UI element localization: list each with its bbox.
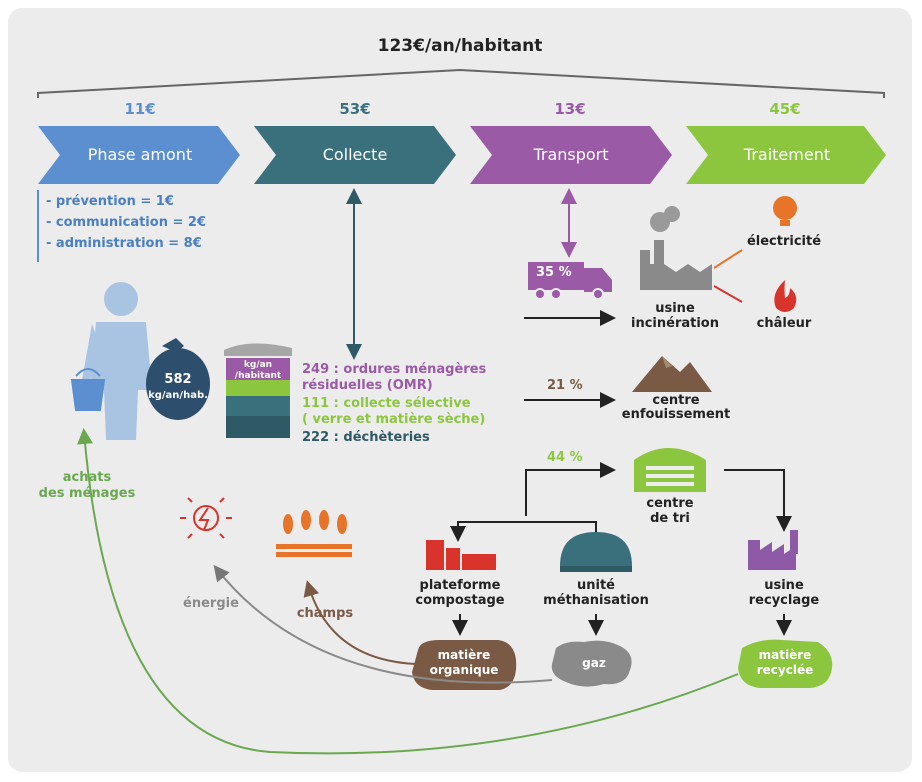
metha-label-1: unité (577, 578, 615, 593)
tri-pct: 44 % (547, 450, 583, 465)
chaleur-label: châleur (756, 316, 812, 331)
matiere-organique-2: organique (429, 663, 499, 677)
chevron-phase-amont (38, 126, 240, 184)
decheteries-line: 222 : déchèteries (302, 430, 430, 445)
total-cost: 123€/an/habitant (377, 36, 543, 56)
cost-transport: 13€ (554, 100, 586, 118)
phase-traitement-label: Traitement (743, 145, 831, 164)
wheat-field-icon (276, 510, 352, 557)
methanisation-icon (560, 532, 632, 572)
metha-label-2: méthanisation (543, 593, 649, 608)
total-bracket (37, 68, 885, 98)
electricite-label: électricité (746, 234, 822, 249)
enfouissement-label-1: centre (652, 393, 700, 408)
chevron-transport (470, 126, 672, 184)
lightbulb-icon (773, 196, 797, 226)
trash-bag-icon (146, 338, 210, 420)
link-electricite (713, 249, 743, 269)
omr-line-2: résiduelles (OMR) (302, 378, 433, 393)
energy-bolt-icon (180, 497, 232, 539)
energie-label: énergie (183, 596, 239, 611)
chevron-collecte (254, 126, 456, 184)
curve-to-achats (77, 428, 739, 755)
cost-collecte: 53€ (339, 100, 371, 118)
curve-to-energie (213, 564, 553, 684)
cost-phase-amont: 11€ (124, 100, 156, 118)
matiere-recyclee-2: recyclée (756, 663, 814, 677)
phase-amont-label: Phase amont (87, 145, 193, 164)
champs-label: champs (296, 606, 354, 621)
person-icon (82, 282, 152, 440)
link-chaleur (713, 285, 743, 303)
gaz-blob (551, 640, 632, 687)
arrow-to-recyclage (724, 469, 792, 532)
recyclage-label-2: recyclage (748, 593, 820, 608)
curve-to-champs (303, 580, 417, 665)
gaz-label: gaz (582, 656, 606, 670)
incineration-label-1: usine (655, 301, 695, 316)
amont-administration: - administration = 8€ (46, 236, 202, 251)
bin-icon (224, 343, 292, 438)
landfill-icon (632, 356, 712, 392)
matiere-organique-blob (412, 640, 517, 690)
achats-label-2: des ménages (38, 486, 136, 501)
matiere-recyclee-blob (738, 639, 833, 688)
truck-icon (528, 262, 612, 300)
enfouissement-pct: 21 % (547, 378, 583, 393)
chevron-traitement (686, 126, 886, 184)
bag-amount: 582 (164, 372, 192, 387)
selective-line-2: ( verre et matière sèche) (302, 412, 486, 427)
cost-traitement: 45€ (769, 100, 801, 118)
flame-icon (774, 280, 797, 312)
recycling-factory-icon (748, 530, 798, 570)
omr-line-1: 249 : ordures ménagères (302, 362, 487, 377)
bag-unit: kg/an/hab. (148, 390, 208, 401)
compost-label-1: plateforme (419, 578, 501, 593)
basket-icon (70, 368, 106, 411)
tri-label-1: centre (646, 496, 694, 511)
achats-label-1: achats (62, 470, 112, 485)
compost-label-2: compostage (415, 593, 505, 608)
matiere-recyclee-1: matière (758, 648, 812, 662)
warehouse-icon (634, 448, 706, 492)
factory-incineration-icon (640, 206, 712, 290)
phase-collecte-label: Collecte (322, 145, 388, 164)
incineration-label-2: incinération (631, 316, 719, 331)
phase-transport-label: Transport (533, 145, 609, 164)
enfouissement-label-2: enfouissement (621, 407, 731, 422)
amont-communication: - communication = 2€ (46, 215, 206, 230)
tri-label-2: de tri (650, 511, 690, 526)
amont-prevention: - prévention = 1€ (46, 194, 174, 209)
bin-label-1: kg/an (243, 360, 273, 370)
bin-label-2: /habitant (234, 371, 282, 381)
recyclage-label-1: usine (764, 578, 804, 593)
matiere-organique-1: matière (437, 648, 491, 662)
arrow-to-tri (525, 462, 616, 516)
compost-factory-icon (426, 540, 496, 570)
selective-line-1: 111 : collecte sélective (302, 396, 471, 411)
incineration-pct: 35 % (536, 265, 572, 280)
